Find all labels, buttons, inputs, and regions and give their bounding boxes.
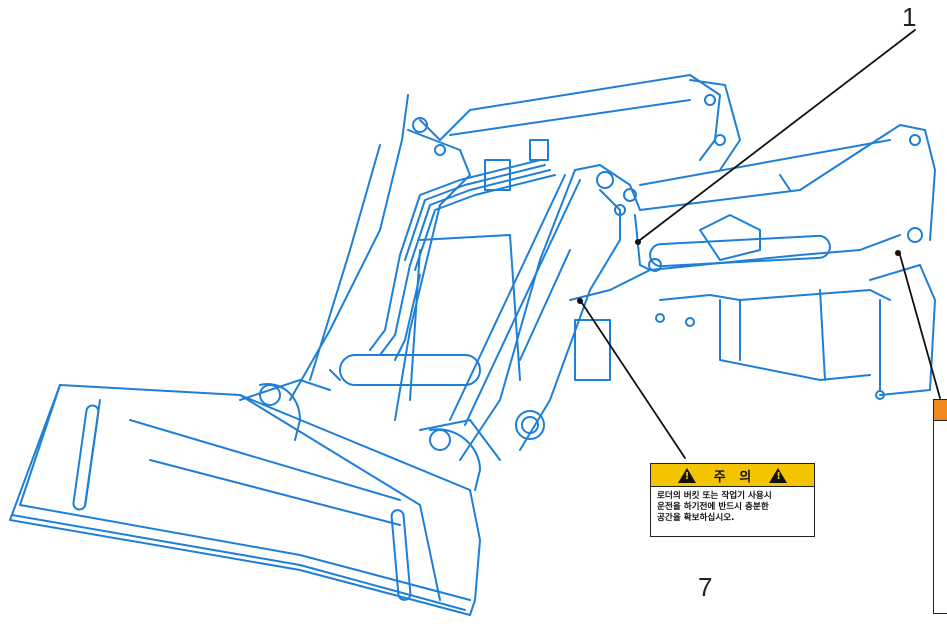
bucket-pivots xyxy=(259,383,481,491)
warning-line: 공간을 확보하십시오. xyxy=(657,513,735,523)
warning-label-header: 주 의 xyxy=(651,464,814,487)
cross-tube xyxy=(329,234,611,440)
warning-triangle-icon xyxy=(769,467,788,483)
warning-label-text: 로더의 버킷 또는 작업기 사용시 운전을 하기전에 반드시 충분한 공간을 확… xyxy=(651,487,814,528)
partial-safety-label xyxy=(933,399,947,614)
partial-label-header xyxy=(934,400,947,421)
leader-lines xyxy=(581,29,941,459)
warning-label: 주 의 로더의 버킷 또는 작업기 사용시 운전을 하기전에 반드시 충분한 공… xyxy=(650,463,815,537)
warning-triangle-icon xyxy=(677,467,696,483)
leader-dots xyxy=(577,239,901,304)
warning-line: 로더의 버킷 또는 작업기 사용시 xyxy=(657,491,772,501)
warning-label-heading: 주 의 xyxy=(713,469,752,485)
bucket xyxy=(9,379,501,616)
left-boom-arm xyxy=(289,74,741,421)
lift-cylinders xyxy=(449,174,831,426)
callout-number-7: 7 xyxy=(698,572,713,602)
callout-number-1: 1 xyxy=(902,2,917,32)
hydraulic-lines xyxy=(369,139,556,361)
warning-line: 운전을 하기전에 반드시 충분한 xyxy=(657,502,769,512)
